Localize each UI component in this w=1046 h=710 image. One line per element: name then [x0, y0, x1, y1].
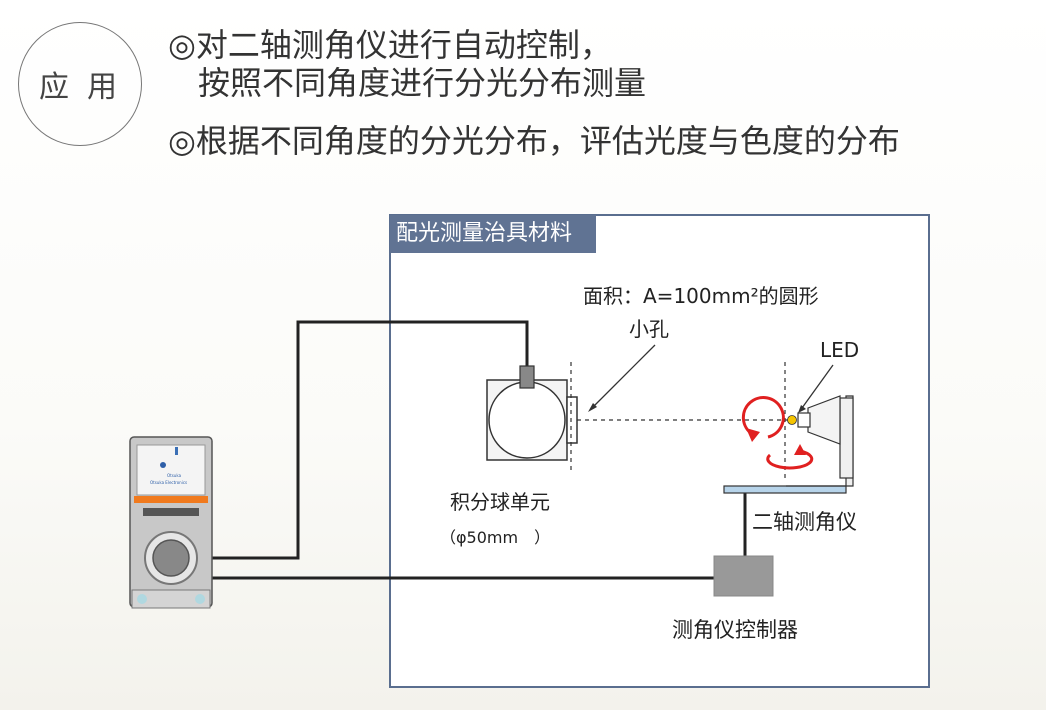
controller-label: 测角仪控制器 [672, 618, 798, 642]
goniometer-label: 二轴测角仪 [752, 510, 857, 534]
application-badge: 应用 [18, 22, 142, 146]
device-brand-text: Otsuka Electronics [150, 480, 188, 485]
led-emitter [787, 415, 797, 425]
goniometer [723, 395, 854, 494]
device-brand-logo: Otsuka [167, 473, 182, 478]
jig-box [389, 214, 930, 688]
led-label: LED [820, 338, 860, 362]
jig-box-title: 配光测量治具材料 [390, 215, 596, 253]
goniometer-controller [713, 555, 774, 597]
pinhole-pointer [591, 344, 656, 409]
fiber-cable [210, 320, 529, 560]
spectrometer-device [129, 436, 213, 609]
pinhole-label: 小孔 [629, 317, 669, 341]
feature-line-2: 按照不同角度进行分光分布测量 [198, 64, 647, 102]
rotation-arrows [741, 396, 814, 470]
sphere-label: 积分球单元 [450, 490, 550, 514]
area-label: 面积：A=100mm²的圆形 [583, 284, 819, 308]
feature-line-1: ◎对二轴测角仪进行自动控制， [168, 26, 612, 64]
integrating-sphere [486, 365, 578, 461]
feature-line-3: ◎根据不同角度的分光分布，评估光度与色度的分布 [168, 122, 900, 160]
device-stripe [134, 496, 208, 503]
led-pointer [801, 364, 834, 409]
sphere-size-label: （φ50mm ） [440, 528, 551, 547]
